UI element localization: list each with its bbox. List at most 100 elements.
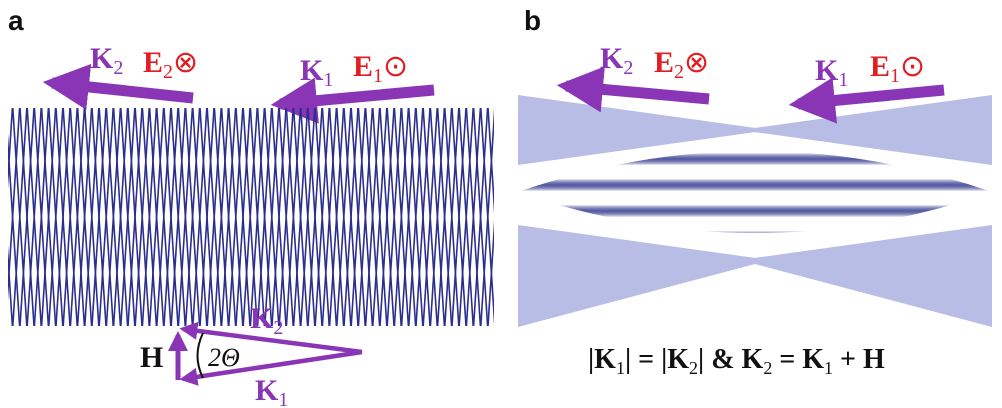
standing-wave-stripe bbox=[518, 156, 992, 162]
fringe-line-family-2 bbox=[134, 108, 150, 326]
fringe-line-family-2 bbox=[256, 108, 273, 326]
standing-wave-stripe bbox=[518, 157, 992, 161]
fringe-line-family-2 bbox=[379, 108, 395, 326]
fringe-line-family-2 bbox=[84, 108, 100, 326]
fringe-line-family-2 bbox=[292, 108, 309, 326]
fringe-line-family-2 bbox=[300, 108, 316, 326]
panel-a-e1-label: E1⊙ bbox=[353, 49, 408, 87]
fringe-line-family-2 bbox=[444, 108, 460, 326]
fringe-line-family-2 bbox=[177, 108, 194, 326]
fringe-line-family-2 bbox=[148, 108, 165, 326]
standing-wave-stripe bbox=[518, 232, 992, 233]
standing-wave-stripe bbox=[518, 231, 992, 233]
fringe-line-family-2 bbox=[105, 108, 122, 326]
fringe-line-family-2 bbox=[199, 108, 215, 326]
fringe-line-family-2 bbox=[408, 108, 424, 326]
triangle-h-label: H bbox=[140, 341, 163, 374]
standing-wave-stripe bbox=[518, 205, 992, 217]
standing-wave-stripe bbox=[518, 207, 992, 215]
fringe-line-family-2 bbox=[458, 108, 474, 326]
fringe-line-family-2 bbox=[271, 108, 287, 326]
panel-b-e1-label: E1⊙ bbox=[870, 49, 925, 87]
fringe-line-family-2 bbox=[400, 108, 417, 326]
fringe-line-family-1 bbox=[502, 108, 516, 326]
panel-a-interference-fringes bbox=[0, 108, 516, 326]
standing-wave-stripe bbox=[518, 183, 992, 187]
fringe-line-family-2 bbox=[429, 108, 446, 326]
fringe-line-family-1 bbox=[8, 245, 14, 326]
panel-b-beam-region bbox=[518, 95, 992, 327]
fringe-line-family-2 bbox=[170, 108, 186, 326]
standing-wave-stripe bbox=[518, 179, 992, 191]
fringe-line-family-2 bbox=[98, 108, 114, 326]
standing-wave-stripe bbox=[518, 206, 992, 216]
fringe-line-family-2 bbox=[91, 108, 107, 326]
panel-b-k2-beam-arrow bbox=[556, 66, 710, 113]
fringe-line-family-2 bbox=[184, 108, 201, 326]
fringe-line-family-2 bbox=[415, 108, 431, 326]
standing-wave-stripe bbox=[518, 181, 992, 189]
standing-wave-stripe bbox=[518, 210, 992, 212]
standing-wave-stripe bbox=[518, 156, 992, 162]
fringe-line-family-1 bbox=[495, 108, 509, 326]
fringe-line-family-2 bbox=[242, 108, 258, 326]
standing-wave-stripe bbox=[518, 207, 992, 215]
standing-wave-stripe bbox=[518, 158, 992, 160]
panel-a-k1-beam-arrow bbox=[270, 77, 435, 124]
fringe-line-family-2 bbox=[336, 108, 352, 326]
fringe-line-family-2 bbox=[357, 108, 374, 326]
panel-a-e2-label: E2⊗ bbox=[143, 45, 198, 83]
fringe-line-family-2 bbox=[55, 108, 71, 326]
fringe-line-family-2 bbox=[8, 108, 14, 189]
fringe-line-family-2 bbox=[480, 108, 494, 326]
fringe-line-family-2 bbox=[364, 108, 381, 326]
fringe-line-family-2 bbox=[495, 108, 509, 326]
fringe-line-family-2 bbox=[69, 108, 86, 326]
panel-b-standing-wave bbox=[518, 151, 992, 233]
fringe-line-family-2 bbox=[321, 108, 338, 326]
fringe-line-family-2 bbox=[285, 108, 302, 326]
fringe-line-family-2 bbox=[220, 108, 237, 326]
fringe-line-family-2 bbox=[249, 108, 266, 326]
fringe-line-family-2 bbox=[48, 108, 64, 326]
fringe-line-family-2 bbox=[141, 108, 158, 326]
fringe-line-family-2 bbox=[8, 108, 21, 302]
fringe-line-family-2 bbox=[206, 108, 222, 326]
fringe-line-family-2 bbox=[350, 108, 366, 326]
fringe-line-family-2 bbox=[436, 108, 453, 326]
fringe-line-family-2 bbox=[62, 108, 78, 326]
panel-a-wavevector-triangle: H K2 K1 2Θ bbox=[140, 302, 363, 408]
fringe-line-family-2 bbox=[156, 108, 172, 326]
standing-wave-stripe bbox=[518, 183, 992, 187]
fringe-line-family-1 bbox=[487, 108, 494, 214]
fringe-line-family-2 bbox=[76, 108, 93, 326]
triangle-angle-arc bbox=[196, 332, 204, 379]
fringe-line-family-2 bbox=[343, 108, 359, 326]
panel-b-letter: b bbox=[524, 5, 541, 36]
fringe-line-family-2 bbox=[19, 108, 35, 326]
standing-wave-stripe bbox=[518, 182, 992, 188]
triangle-k2-label: K2 bbox=[250, 302, 283, 339]
beam-left-upper bbox=[518, 95, 770, 165]
fringe-line-family-2 bbox=[112, 108, 129, 326]
fringe-line-family-1 bbox=[0, 108, 5, 326]
standing-wave-stripe bbox=[518, 153, 992, 165]
standing-wave-stripe bbox=[518, 208, 992, 214]
standing-wave-stripe bbox=[518, 179, 992, 191]
fringe-line-family-2 bbox=[192, 108, 208, 326]
panel-b-equation: |K1| = |K2| & K2 = K1 + H bbox=[588, 344, 885, 378]
fringe-line-family-2 bbox=[451, 108, 467, 326]
panel-a-k2-beam-arrow bbox=[42, 63, 194, 110]
standing-wave-stripe bbox=[518, 155, 992, 163]
fringe-line-family-2 bbox=[235, 108, 251, 326]
fringe-line-family-2 bbox=[372, 108, 388, 326]
standing-wave-stripe bbox=[518, 205, 992, 217]
standing-wave-stripe bbox=[518, 182, 992, 188]
panel-a-letter: a bbox=[8, 5, 24, 36]
fringe-line-family-2 bbox=[40, 108, 57, 326]
standing-wave-stripe bbox=[518, 154, 992, 164]
triangle-k1-label: K1 bbox=[255, 374, 288, 408]
fringe-line-family-2 bbox=[278, 108, 294, 326]
fringe-line-family-2 bbox=[33, 108, 50, 326]
